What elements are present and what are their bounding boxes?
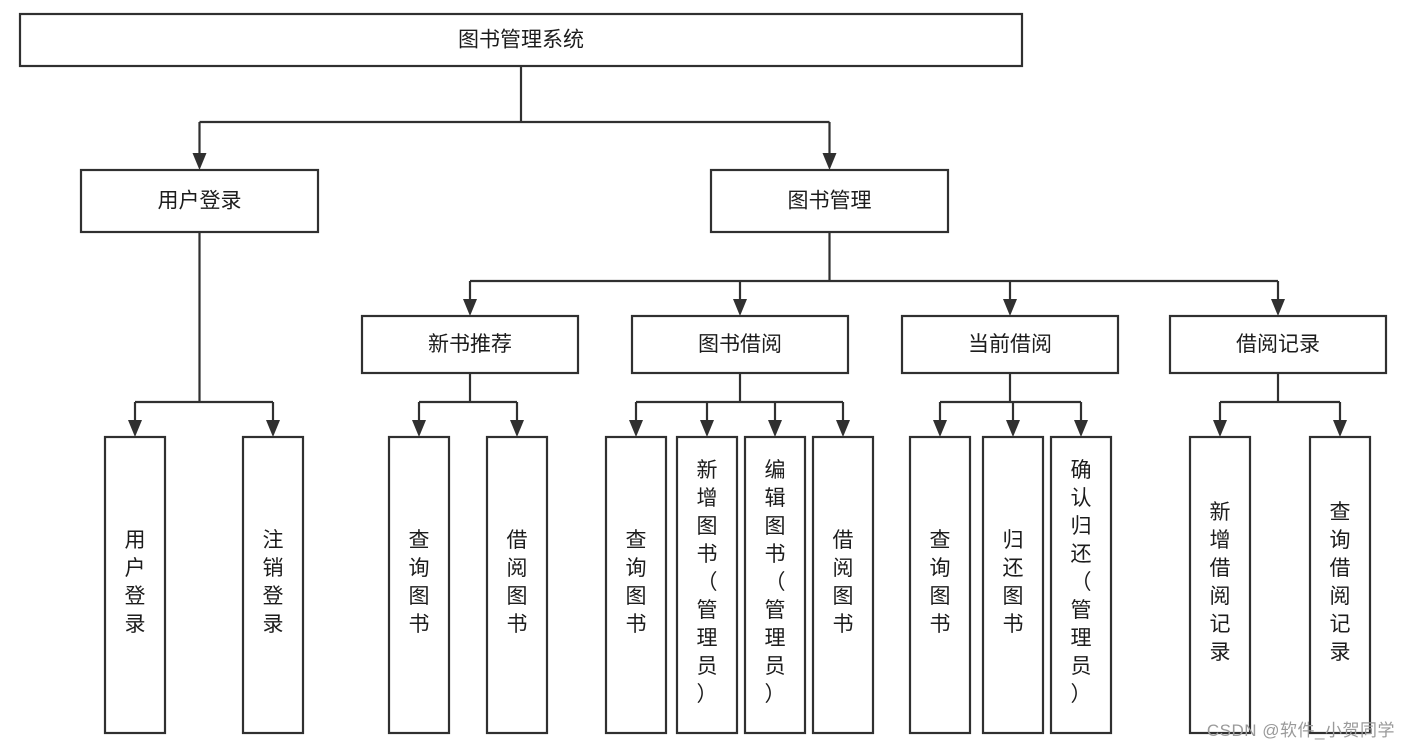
node-label-leaf-user-logout: 注销登录 [263,529,284,636]
node-book-manage[interactable]: 图书管理 [709,168,950,234]
arrow-head-icon [412,420,426,437]
arrow-head-icon [266,420,280,437]
node-label-leaf-query-book-2: 查询图书 [626,529,647,636]
node-layer: 图书管理系统用户登录图书管理新书推荐图书借阅当前借阅借阅记录用户登录注销登录查询… [18,12,1388,735]
node-leaf-user-logout[interactable]: 注销登录 [241,435,305,735]
node-box-leaf-query-book-3 [908,435,972,735]
arrow-head-icon [510,420,524,437]
arrow-head-icon [128,420,142,437]
node-box-leaf-edit-book [743,435,807,735]
node-box-new-book-recommend [360,314,580,375]
node-box-current-borrow [900,314,1120,375]
node-label-leaf-confirm-return: 确认归还（管理员） [1071,459,1092,706]
watermark-label: CSDN @软件_小贺同学 [1206,721,1395,740]
node-root[interactable]: 图书管理系统 [18,12,1024,68]
node-box-book-manage [709,168,950,234]
arrow-head-icon [836,420,850,437]
node-box-leaf-return-book [981,435,1045,735]
connector-layer [128,66,1347,437]
node-label-leaf-user-login: 用户登录 [125,529,146,636]
node-box-leaf-query-record [1308,435,1372,735]
node-borrow-record[interactable]: 借阅记录 [1168,314,1388,375]
node-leaf-borrow-book-1[interactable]: 借阅图书 [485,435,549,735]
node-leaf-add-record[interactable]: 新增借阅记录 [1188,435,1252,735]
node-leaf-query-book-1[interactable]: 查询图书 [387,435,451,735]
node-new-book-recommend[interactable]: 新书推荐 [360,314,580,375]
node-book-borrow[interactable]: 图书借阅 [630,314,850,375]
node-box-user-login [79,168,320,234]
arrow-head-icon [1006,420,1020,437]
node-box-leaf-add-book [675,435,739,735]
connector-group-book-manage [463,232,1285,316]
arrow-head-icon [933,420,947,437]
node-box-leaf-query-book-1 [387,435,451,735]
node-leaf-edit-book[interactable]: 编辑图书（管理员） [743,435,807,735]
node-label-book-borrow: 图书借阅 [698,333,782,356]
node-box-leaf-borrow-book-1 [485,435,549,735]
node-box-leaf-user-login [103,435,167,735]
node-label-borrow-record: 借阅记录 [1236,333,1320,356]
node-box-root [18,12,1024,68]
connector-group-current-borrow [933,373,1088,437]
node-box-leaf-add-record [1188,435,1252,735]
node-leaf-borrow-book-2[interactable]: 借阅图书 [811,435,875,735]
arrow-head-icon [1003,299,1017,316]
node-label-leaf-query-book-3: 查询图书 [930,529,951,636]
node-box-leaf-user-logout [241,435,305,735]
connector-group-user-login [128,232,280,437]
arrow-head-icon [700,420,714,437]
arrow-head-icon [822,153,837,170]
node-user-login[interactable]: 用户登录 [79,168,320,234]
node-label-root: 图书管理系统 [458,29,584,52]
node-leaf-query-book-2[interactable]: 查询图书 [604,435,668,735]
arrow-head-icon [1074,420,1088,437]
connector-group-root [192,66,837,170]
node-leaf-return-book[interactable]: 归还图书 [981,435,1045,735]
node-leaf-confirm-return[interactable]: 确认归还（管理员） [1049,435,1113,735]
node-box-leaf-query-book-2 [604,435,668,735]
arrow-head-icon [463,299,477,316]
node-label-user-login: 用户登录 [158,190,242,213]
node-leaf-query-book-3[interactable]: 查询图书 [908,435,972,735]
node-label-leaf-edit-book: 编辑图书（管理员） [765,459,786,706]
node-label-leaf-add-book: 新增图书（管理员） [697,459,718,706]
arrow-head-icon [1333,420,1347,437]
node-label-new-book-recommend: 新书推荐 [428,333,512,356]
node-label-leaf-borrow-book-2: 借阅图书 [833,529,854,636]
node-label-current-borrow: 当前借阅 [968,333,1052,356]
node-current-borrow[interactable]: 当前借阅 [900,314,1120,375]
arrow-head-icon [733,299,747,316]
node-leaf-query-record[interactable]: 查询借阅记录 [1308,435,1372,735]
node-label-leaf-borrow-book-1: 借阅图书 [507,529,528,636]
node-label-book-manage: 图书管理 [788,190,872,213]
node-leaf-add-book[interactable]: 新增图书（管理员） [675,435,739,735]
node-box-borrow-record [1168,314,1388,375]
node-label-leaf-query-record: 查询借阅记录 [1330,501,1351,664]
node-label-leaf-add-record: 新增借阅记录 [1210,501,1231,664]
node-label-leaf-return-book: 归还图书 [1003,529,1024,636]
node-box-book-borrow [630,314,850,375]
node-box-leaf-borrow-book-2 [811,435,875,735]
connector-group-book-borrow [629,373,850,437]
node-box-leaf-confirm-return [1049,435,1113,735]
node-label-leaf-query-book-1: 查询图书 [409,529,430,636]
arrow-head-icon [768,420,782,437]
arrow-head-icon [192,153,207,170]
connector-group-new-book-recommend [412,373,524,437]
arrow-head-icon [1271,299,1285,316]
arrow-head-icon [629,420,643,437]
node-leaf-user-login[interactable]: 用户登录 [103,435,167,735]
arrow-head-icon [1213,420,1227,437]
connector-group-borrow-record [1213,373,1347,437]
